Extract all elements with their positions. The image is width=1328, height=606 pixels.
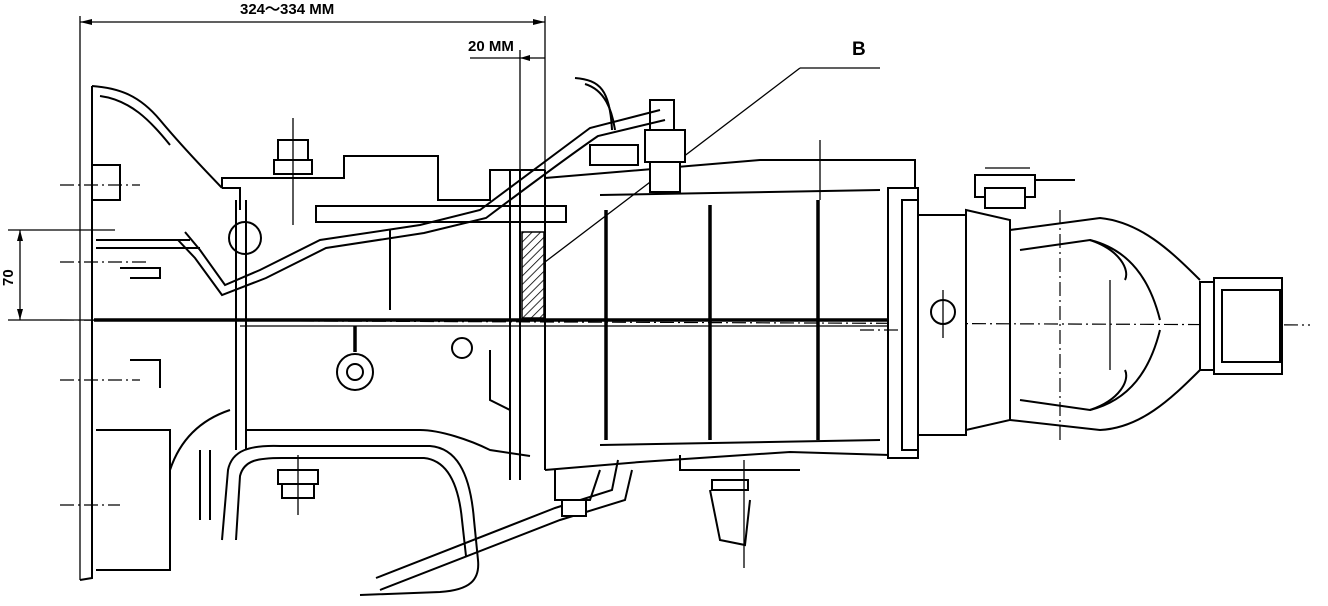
extension-housing	[544, 140, 916, 471]
bell-housing	[79, 85, 231, 581]
tail-housing	[1009, 216, 1201, 432]
drain-plug	[336, 326, 473, 391]
transmission-case	[221, 155, 567, 480]
overall-dimension: 324～334 MM	[79, 1, 546, 580]
shift-connector	[574, 77, 686, 193]
slave-cylinder	[554, 469, 601, 517]
callout-b-label: B	[852, 39, 866, 60]
output-yoke	[1199, 277, 1283, 375]
rear-flange	[887, 187, 1011, 459]
main-shaft	[59, 318, 1311, 327]
speed-sensor	[974, 167, 1075, 209]
top-plug	[273, 118, 313, 225]
overall-dimension-label: 324～334 MM	[240, 1, 334, 18]
height-dimension-label: 70	[0, 269, 17, 286]
bottom-bracket	[679, 455, 800, 568]
centerline-marks	[60, 184, 1061, 506]
offset-dimension-label: 20 MM	[468, 38, 514, 55]
vent-tube	[177, 109, 666, 297]
